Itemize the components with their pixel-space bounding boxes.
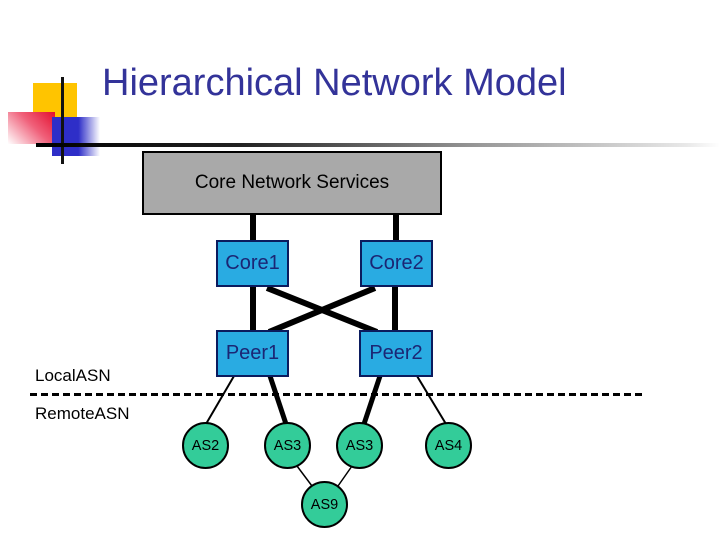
node-core1: Core1 — [216, 240, 289, 287]
node-peer2: Peer2 — [359, 330, 433, 377]
edge-peer2-as3 — [361, 375, 383, 425]
asn-boundary-dashed-line — [30, 393, 642, 396]
edge-core2-peer1 — [267, 285, 377, 335]
edge-as3-as9-right — [337, 465, 353, 487]
node-as4: AS4 — [425, 422, 472, 469]
node-peer1: Peer1 — [216, 330, 289, 377]
deco-red-gradient-square — [8, 112, 55, 144]
node-as9: AS9 — [301, 481, 348, 528]
edge-as3-as9-left — [296, 465, 313, 487]
zone-label-local-asn: LocalASN — [35, 366, 111, 385]
deco-horizontal-rule — [36, 143, 720, 147]
edge-peer2-as4 — [416, 375, 447, 425]
node-core2: Core2 — [360, 240, 433, 287]
node-as3-right: AS3 — [336, 422, 383, 469]
slide-title: Hierarchical Network Model — [102, 62, 567, 104]
edge-peer1-as2 — [205, 375, 235, 425]
deco-vertical-line — [61, 77, 64, 164]
edge-peer1-as3 — [267, 375, 289, 425]
deco-yellow-square — [33, 83, 77, 117]
node-as2: AS2 — [182, 422, 229, 469]
node-core-network-services: Core Network Services — [142, 151, 442, 215]
node-as3-left: AS3 — [264, 422, 311, 469]
zone-label-remote-asn: RemoteASN — [35, 404, 130, 423]
deco-blue-square — [52, 117, 100, 156]
